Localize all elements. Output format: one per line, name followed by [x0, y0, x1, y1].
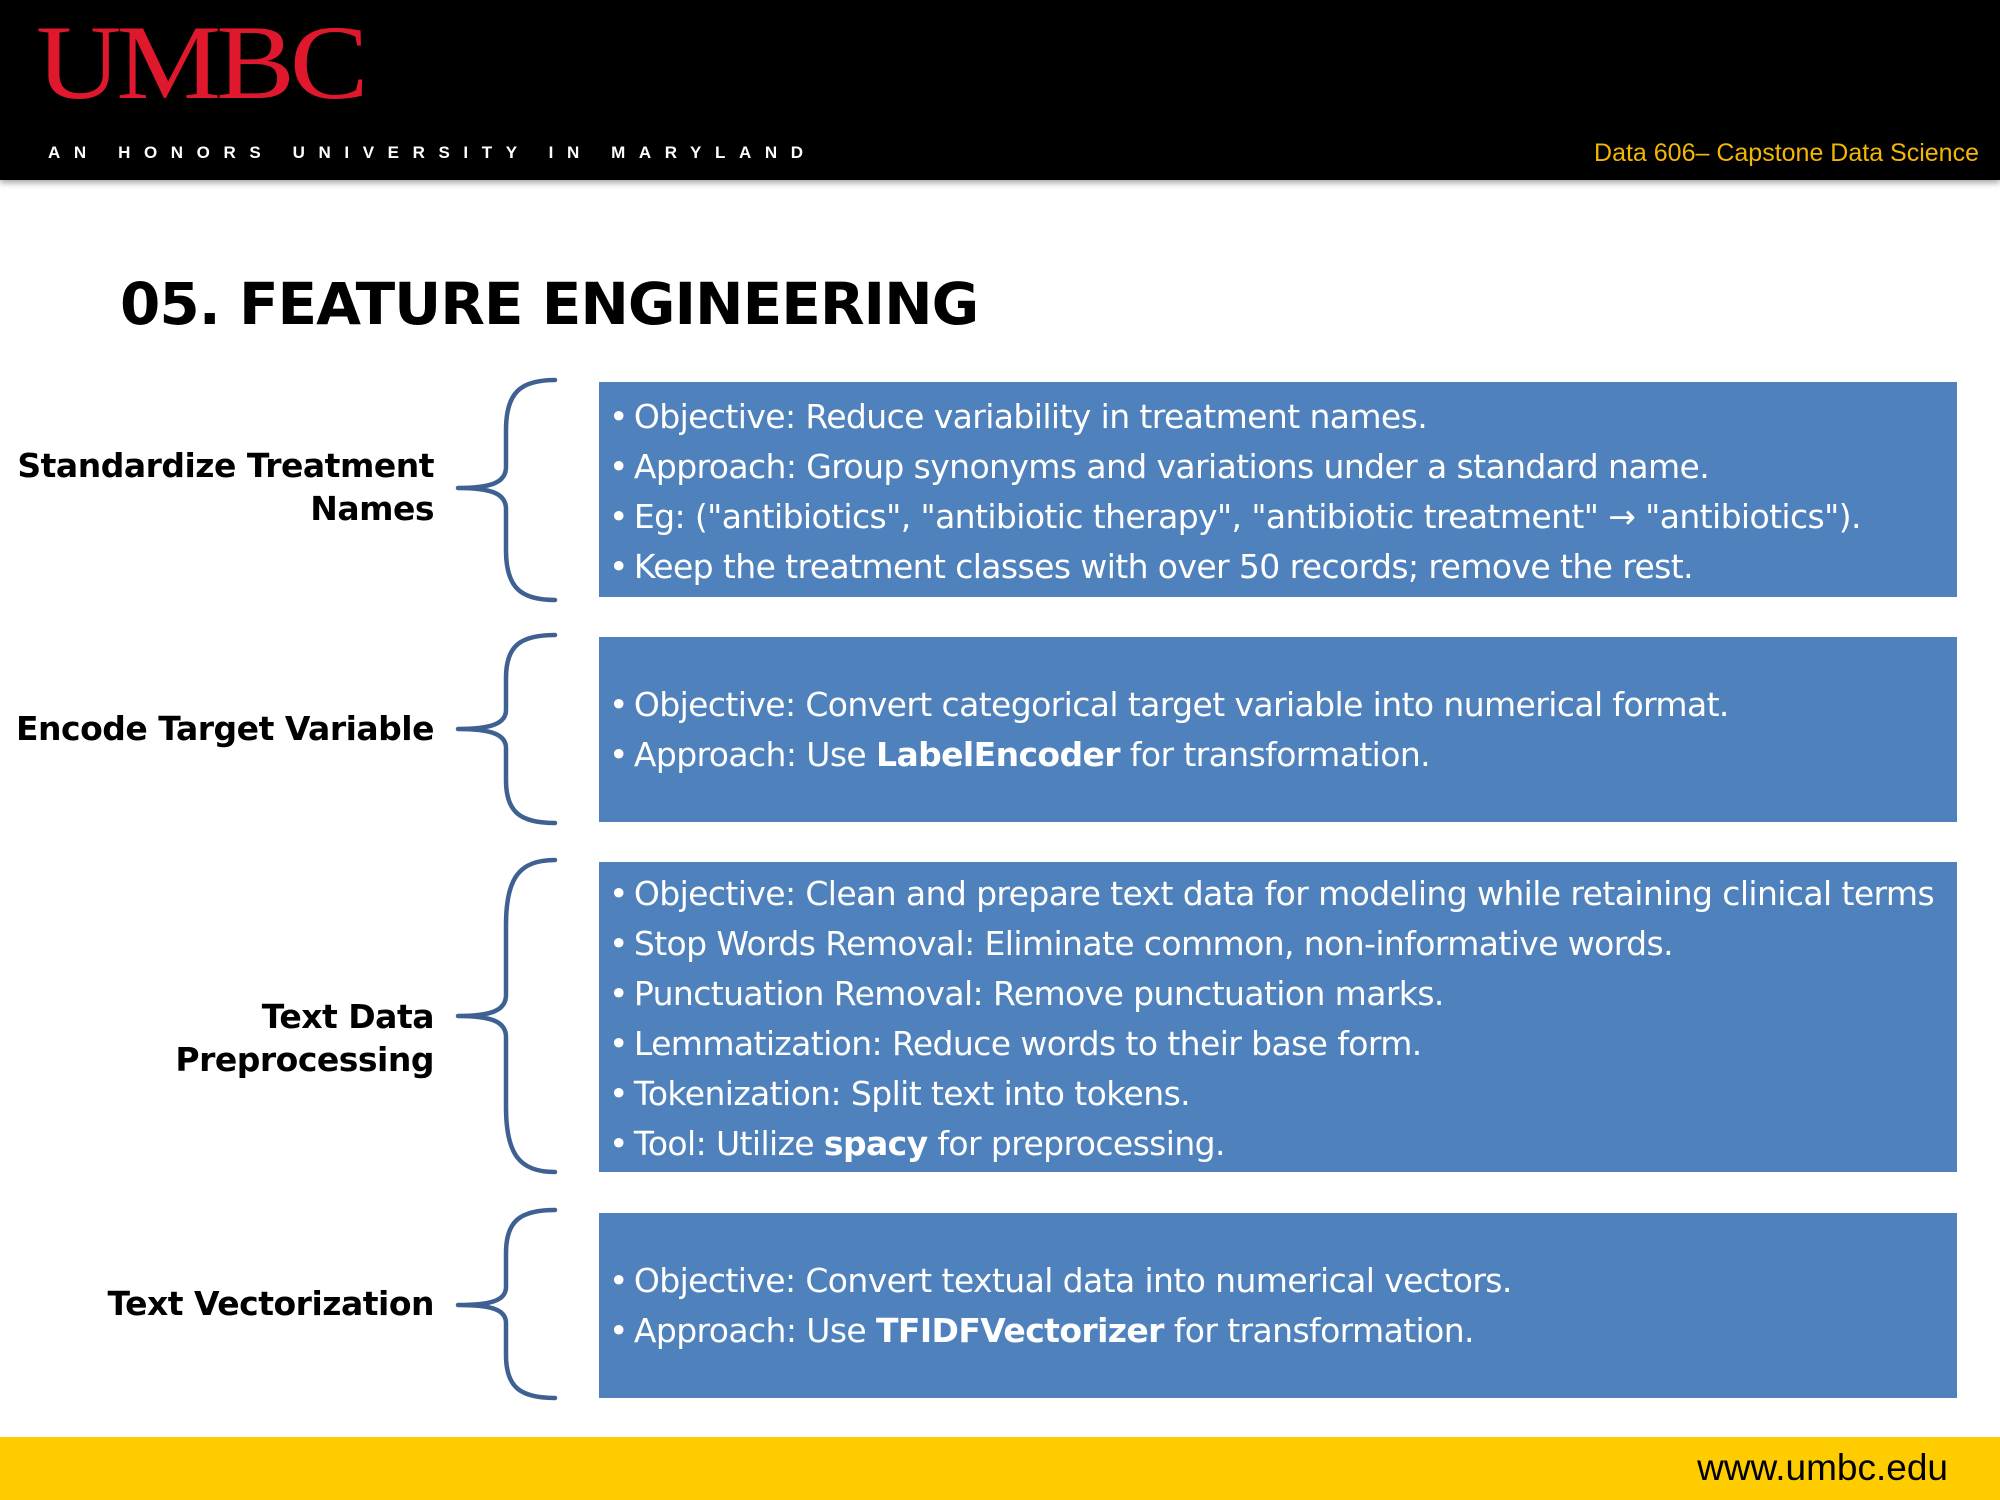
- bullet-item: •Punctuation Removal: Remove punctuation…: [609, 974, 1444, 1013]
- section-label-preprocessing: Text Data Preprocessing: [175, 997, 434, 1079]
- section-box-vectorization: •Objective: Convert textual data into nu…: [599, 1213, 1957, 1398]
- brace-icon: [455, 377, 558, 603]
- tagline: AN HONORS UNIVERSITY IN MARYLAND: [48, 143, 817, 162]
- section-label-standardize: Standardize Treatment Names: [17, 446, 434, 528]
- bullet-item: •Objective: Clean and prepare text data …: [609, 874, 1935, 913]
- umbc-logo: UMBC: [36, 3, 369, 122]
- section-label-encode: Encode Target Variable: [16, 709, 435, 748]
- footer-url: www.umbc.edu: [1697, 1447, 1948, 1488]
- section-label-vectorization: Text Vectorization: [107, 1284, 435, 1323]
- header-bar: [0, 0, 2000, 180]
- bullet-item: •Tool: Utilize spacy for preprocessing.: [609, 1124, 1226, 1163]
- bullet-item: •Objective: Convert textual data into nu…: [609, 1260, 1512, 1300]
- bullet-item: •Eg: ("antibiotics", "antibiotic therapy…: [609, 497, 1861, 536]
- bullet-item: •Lemmatization: Reduce words to their ba…: [609, 1024, 1422, 1063]
- section-box-encode: •Objective: Convert categorical target v…: [599, 637, 1957, 822]
- section-box-preprocessing: •Objective: Clean and prepare text data …: [599, 862, 1957, 1172]
- brace-icon: [455, 632, 558, 826]
- bullet-item: •Objective: Convert categorical target v…: [609, 684, 1729, 724]
- bullet-item: •Approach: Use TFIDFVectorizer for trans…: [609, 1310, 1475, 1350]
- bullet-item: •Tokenization: Split text into tokens.: [609, 1074, 1191, 1113]
- slide-title: 05. FEATURE ENGINEERING: [120, 270, 979, 338]
- course-name: Data 606– Capstone Data Science: [1594, 139, 1979, 167]
- bullet-item: •Approach: Use LabelEncoder for transfor…: [609, 734, 1431, 774]
- bullet-item: •Objective: Reduce variability in treatm…: [609, 397, 1428, 436]
- footer-bar: [0, 1437, 2000, 1500]
- brace-icon: [455, 1207, 558, 1401]
- bullet-item: •Keep the treatment classes with over 50…: [609, 547, 1694, 586]
- brace-icon: [455, 857, 558, 1175]
- bullet-item: •Stop Words Removal: Eliminate common, n…: [609, 924, 1674, 963]
- section-box-standardize: •Objective: Reduce variability in treatm…: [599, 382, 1957, 597]
- bullet-item: •Approach: Group synonyms and variations…: [609, 447, 1710, 486]
